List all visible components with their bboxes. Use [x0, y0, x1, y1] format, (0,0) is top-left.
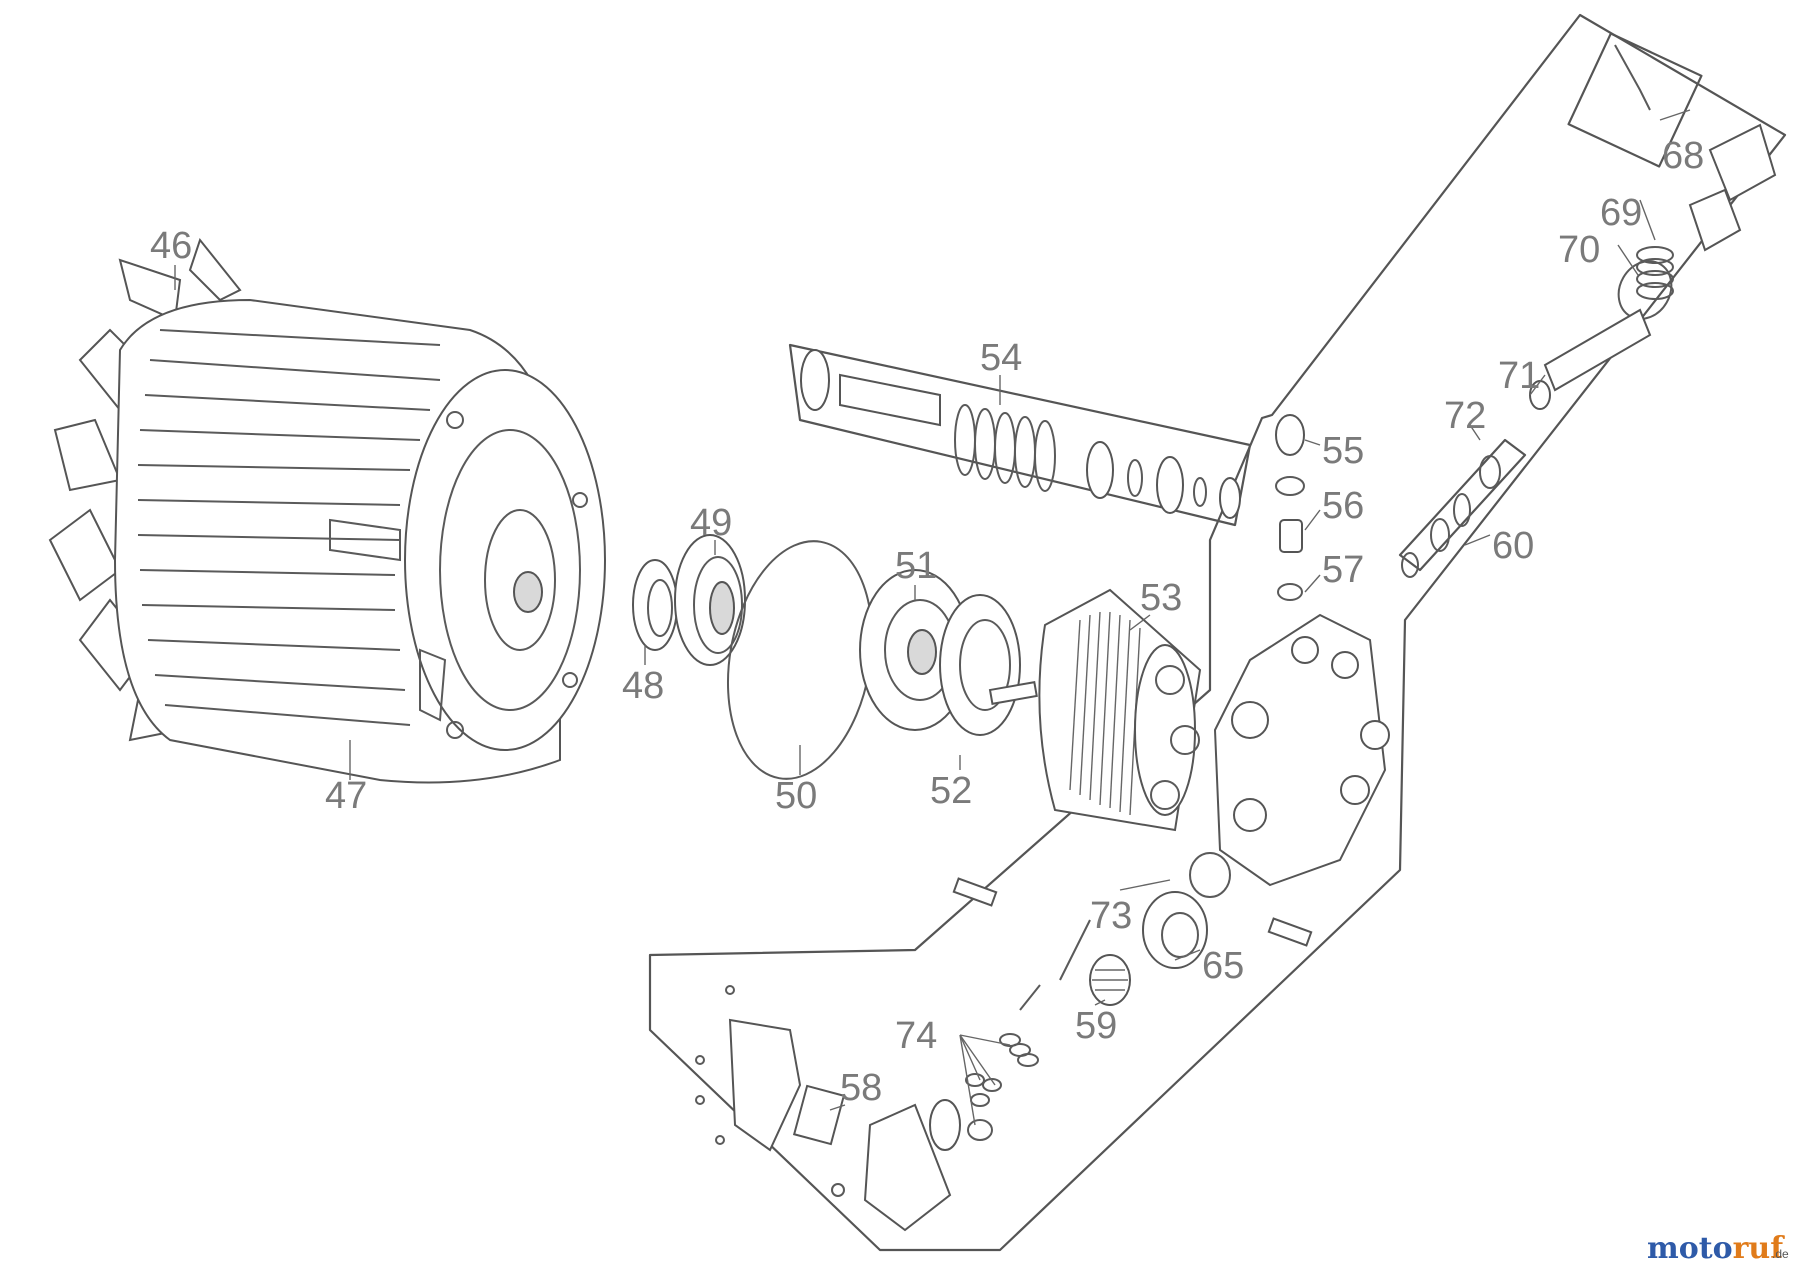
part-labels: 46 47 48 49 50 51 52 53 54 55 56 57 58 5… [150, 135, 1704, 1109]
label-51: 51 [895, 545, 937, 587]
wobble-plate [939, 594, 1038, 736]
label-52: 52 [930, 770, 972, 812]
label-55: 55 [1322, 430, 1364, 472]
label-50: 50 [775, 775, 817, 817]
unloader-valve [1398, 32, 1777, 578]
label-58: 58 [840, 1067, 882, 1109]
svg-text:motoruf: motoruf [1647, 1231, 1785, 1266]
label-57: 57 [1322, 549, 1364, 591]
valve-insert [1275, 414, 1305, 601]
label-54: 54 [980, 337, 1022, 379]
label-46: 46 [150, 225, 192, 267]
label-56: 56 [1322, 485, 1364, 527]
piston-spring [954, 404, 1056, 492]
label-74: 74 [895, 1015, 937, 1057]
electric-motor [48, 237, 606, 784]
label-60: 60 [1492, 525, 1534, 567]
unloader-spring [1636, 246, 1674, 300]
label-72: 72 [1444, 395, 1486, 437]
label-69: 69 [1600, 192, 1642, 234]
label-53: 53 [1140, 577, 1182, 619]
motoruf-logo: motoruf .de [1647, 1231, 1789, 1266]
pump-head [1213, 613, 1390, 887]
shaft-seal [632, 559, 678, 651]
label-49: 49 [690, 502, 732, 544]
label-65: 65 [1202, 945, 1244, 987]
cooling-ribs [137, 329, 441, 726]
leader-lines [174, 109, 1691, 1126]
label-71: 71 [1498, 355, 1540, 397]
label-48: 48 [622, 665, 664, 707]
spring-pin-kit [965, 1033, 1039, 1141]
label-68: 68 [1662, 135, 1704, 177]
logo-part1: moto [1647, 1231, 1733, 1266]
label-59: 59 [1075, 1005, 1117, 1047]
label-73: 73 [1090, 895, 1132, 937]
logo-suffix: .de [1772, 1247, 1789, 1261]
switch-assembly [695, 985, 961, 1232]
inlet-filter [1089, 954, 1131, 1006]
label-70: 70 [1558, 229, 1600, 271]
screws [952, 877, 1313, 1011]
pump-cylinder [1038, 588, 1202, 832]
logo-part2: ruf [1733, 1231, 1786, 1266]
label-47: 47 [325, 775, 367, 817]
inlet-fitting [1142, 852, 1231, 969]
piston-kit [788, 343, 1252, 527]
ball-bearing [674, 534, 746, 666]
